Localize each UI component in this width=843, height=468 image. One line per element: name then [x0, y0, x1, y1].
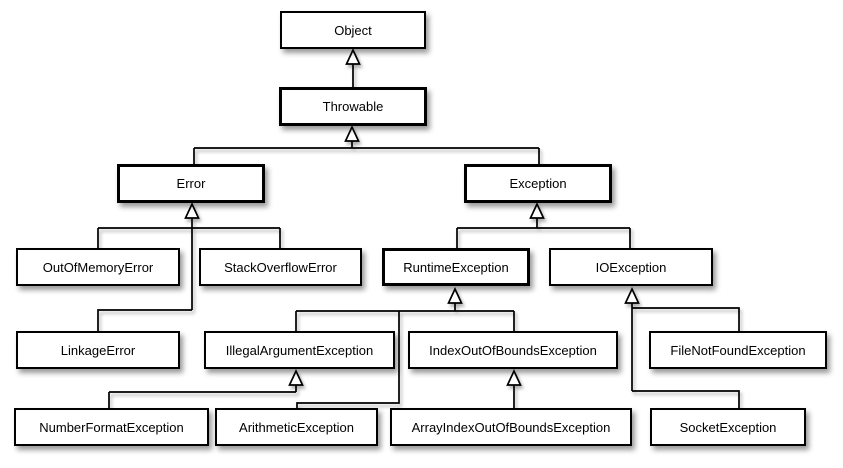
arrowhead-to-error [184, 201, 200, 219]
arrowhead-to-runtimeexception [447, 286, 463, 304]
arrowhead-to-exception [529, 201, 545, 219]
class-box-object: Object [280, 11, 426, 49]
class-box-socket-exception: SocketException [650, 408, 806, 446]
class-box-file-not-found-exception: FileNotFoundException [649, 331, 827, 369]
edge-error-children [97, 218, 281, 331]
arrowhead-to-indexoutofbounds [506, 368, 522, 386]
edge-exception-children [456, 218, 631, 248]
arrowhead-to-illegalargument [288, 368, 304, 386]
class-box-out-of-memory-error: OutOfMemoryError [16, 248, 180, 286]
edge-error-exception-rail [193, 141, 540, 164]
arrowhead-to-object [345, 47, 361, 65]
class-box-throwable: Throwable [279, 87, 427, 126]
class-box-index-out-of-bounds-exception: IndexOutOfBoundsException [408, 331, 618, 369]
arrowhead-to-throwable [344, 124, 360, 142]
edge-illegalargument-children [108, 385, 297, 408]
class-box-illegal-argument-exception: IllegalArgumentException [204, 331, 395, 369]
edge-ioexception-children [631, 303, 740, 408]
class-box-exception: Exception [464, 164, 612, 203]
edge-runtimeexception-children [295, 303, 515, 408]
class-box-error: Error [117, 164, 265, 203]
class-box-arithmetic-exception: ArithmeticException [215, 408, 378, 446]
class-box-linkage-error: LinkageError [16, 331, 180, 369]
class-box-runtime-exception: RuntimeException [382, 248, 530, 286]
arrowhead-to-ioexception [624, 286, 640, 304]
class-box-number-format-exception: NumberFormatException [14, 408, 209, 446]
class-box-io-exception: IOException [549, 248, 713, 286]
class-box-stack-overflow-error: StackOverflowError [199, 248, 362, 286]
class-box-array-index-out-of-bounds-exception: ArrayIndexOutOfBoundsException [390, 408, 632, 446]
